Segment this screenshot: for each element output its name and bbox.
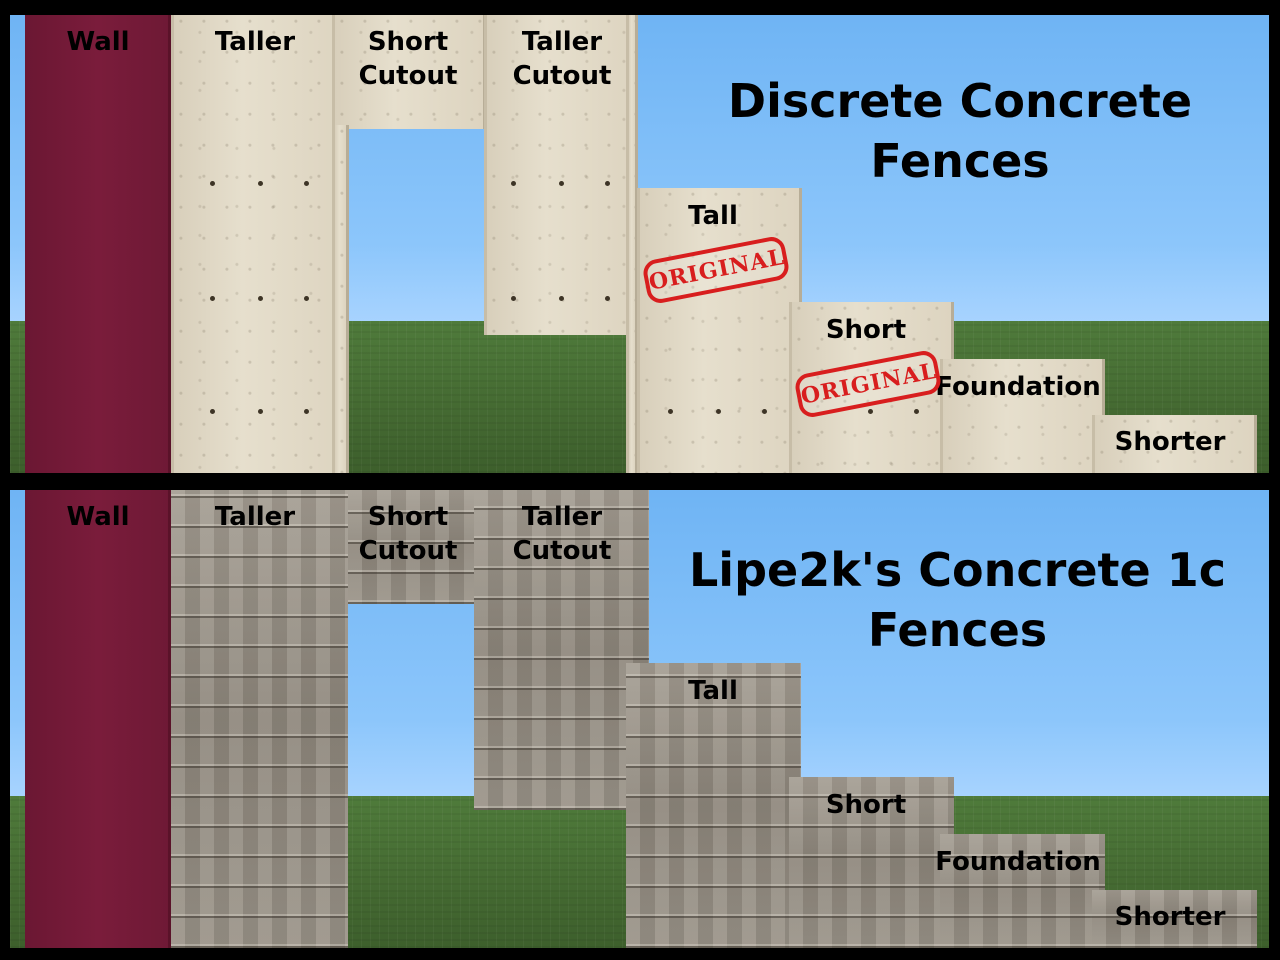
fence-shorter <box>1092 890 1257 948</box>
fence-short-cutout-pillar <box>332 125 349 473</box>
label-tall: Tall <box>688 201 738 231</box>
title-line: Fences <box>870 134 1050 188</box>
label-taller: Taller <box>214 27 296 57</box>
fence-short <box>789 777 954 948</box>
label-short-cutout: Short Cutout <box>358 502 458 566</box>
panel-title: Discrete Concrete Fences <box>700 71 1220 191</box>
label-short: Short <box>825 790 907 820</box>
title-line: Lipe2k's Concrete 1c <box>688 543 1227 597</box>
label-foundation: Foundation <box>935 847 1101 877</box>
fence-short-cutout <box>348 490 484 604</box>
discrete-concrete-panel: Wall Taller Short Cutout Taller Cutout T… <box>10 15 1269 473</box>
label-tall: Tall <box>688 676 738 706</box>
fence-tall <box>626 663 801 948</box>
title-line: Fences <box>867 603 1048 657</box>
fence-foundation <box>940 359 1105 473</box>
label-taller: Taller <box>214 502 296 532</box>
label-short: Short <box>825 315 907 345</box>
title-line: Discrete Concrete <box>727 74 1193 128</box>
label-taller-cutout: Taller Cutout <box>512 502 612 566</box>
wall-segment <box>25 490 171 948</box>
fence-shorter <box>1092 415 1257 473</box>
label-wall: Wall <box>66 27 130 57</box>
fence-taller-cutout <box>474 490 649 810</box>
label-taller-cutout: Taller Cutout <box>512 27 612 91</box>
label-foundation: Foundation <box>935 372 1101 402</box>
label-short-cutout: Short Cutout <box>358 27 458 91</box>
lipe2k-concrete-panel: Wall Taller Short Cutout Taller Cutout T… <box>10 490 1269 948</box>
label-shorter: Shorter <box>1114 902 1226 932</box>
fence-foundation <box>940 834 1105 948</box>
label-shorter: Shorter <box>1114 427 1226 457</box>
wall-segment <box>25 15 171 473</box>
label-wall: Wall <box>66 502 130 532</box>
fence-short-cutout <box>332 15 486 129</box>
fence-taller-cutout-edge <box>626 15 638 473</box>
fence-taller <box>171 15 348 473</box>
panel-title: Lipe2k's Concrete 1c Fences <box>670 540 1245 660</box>
fence-taller <box>171 490 348 948</box>
